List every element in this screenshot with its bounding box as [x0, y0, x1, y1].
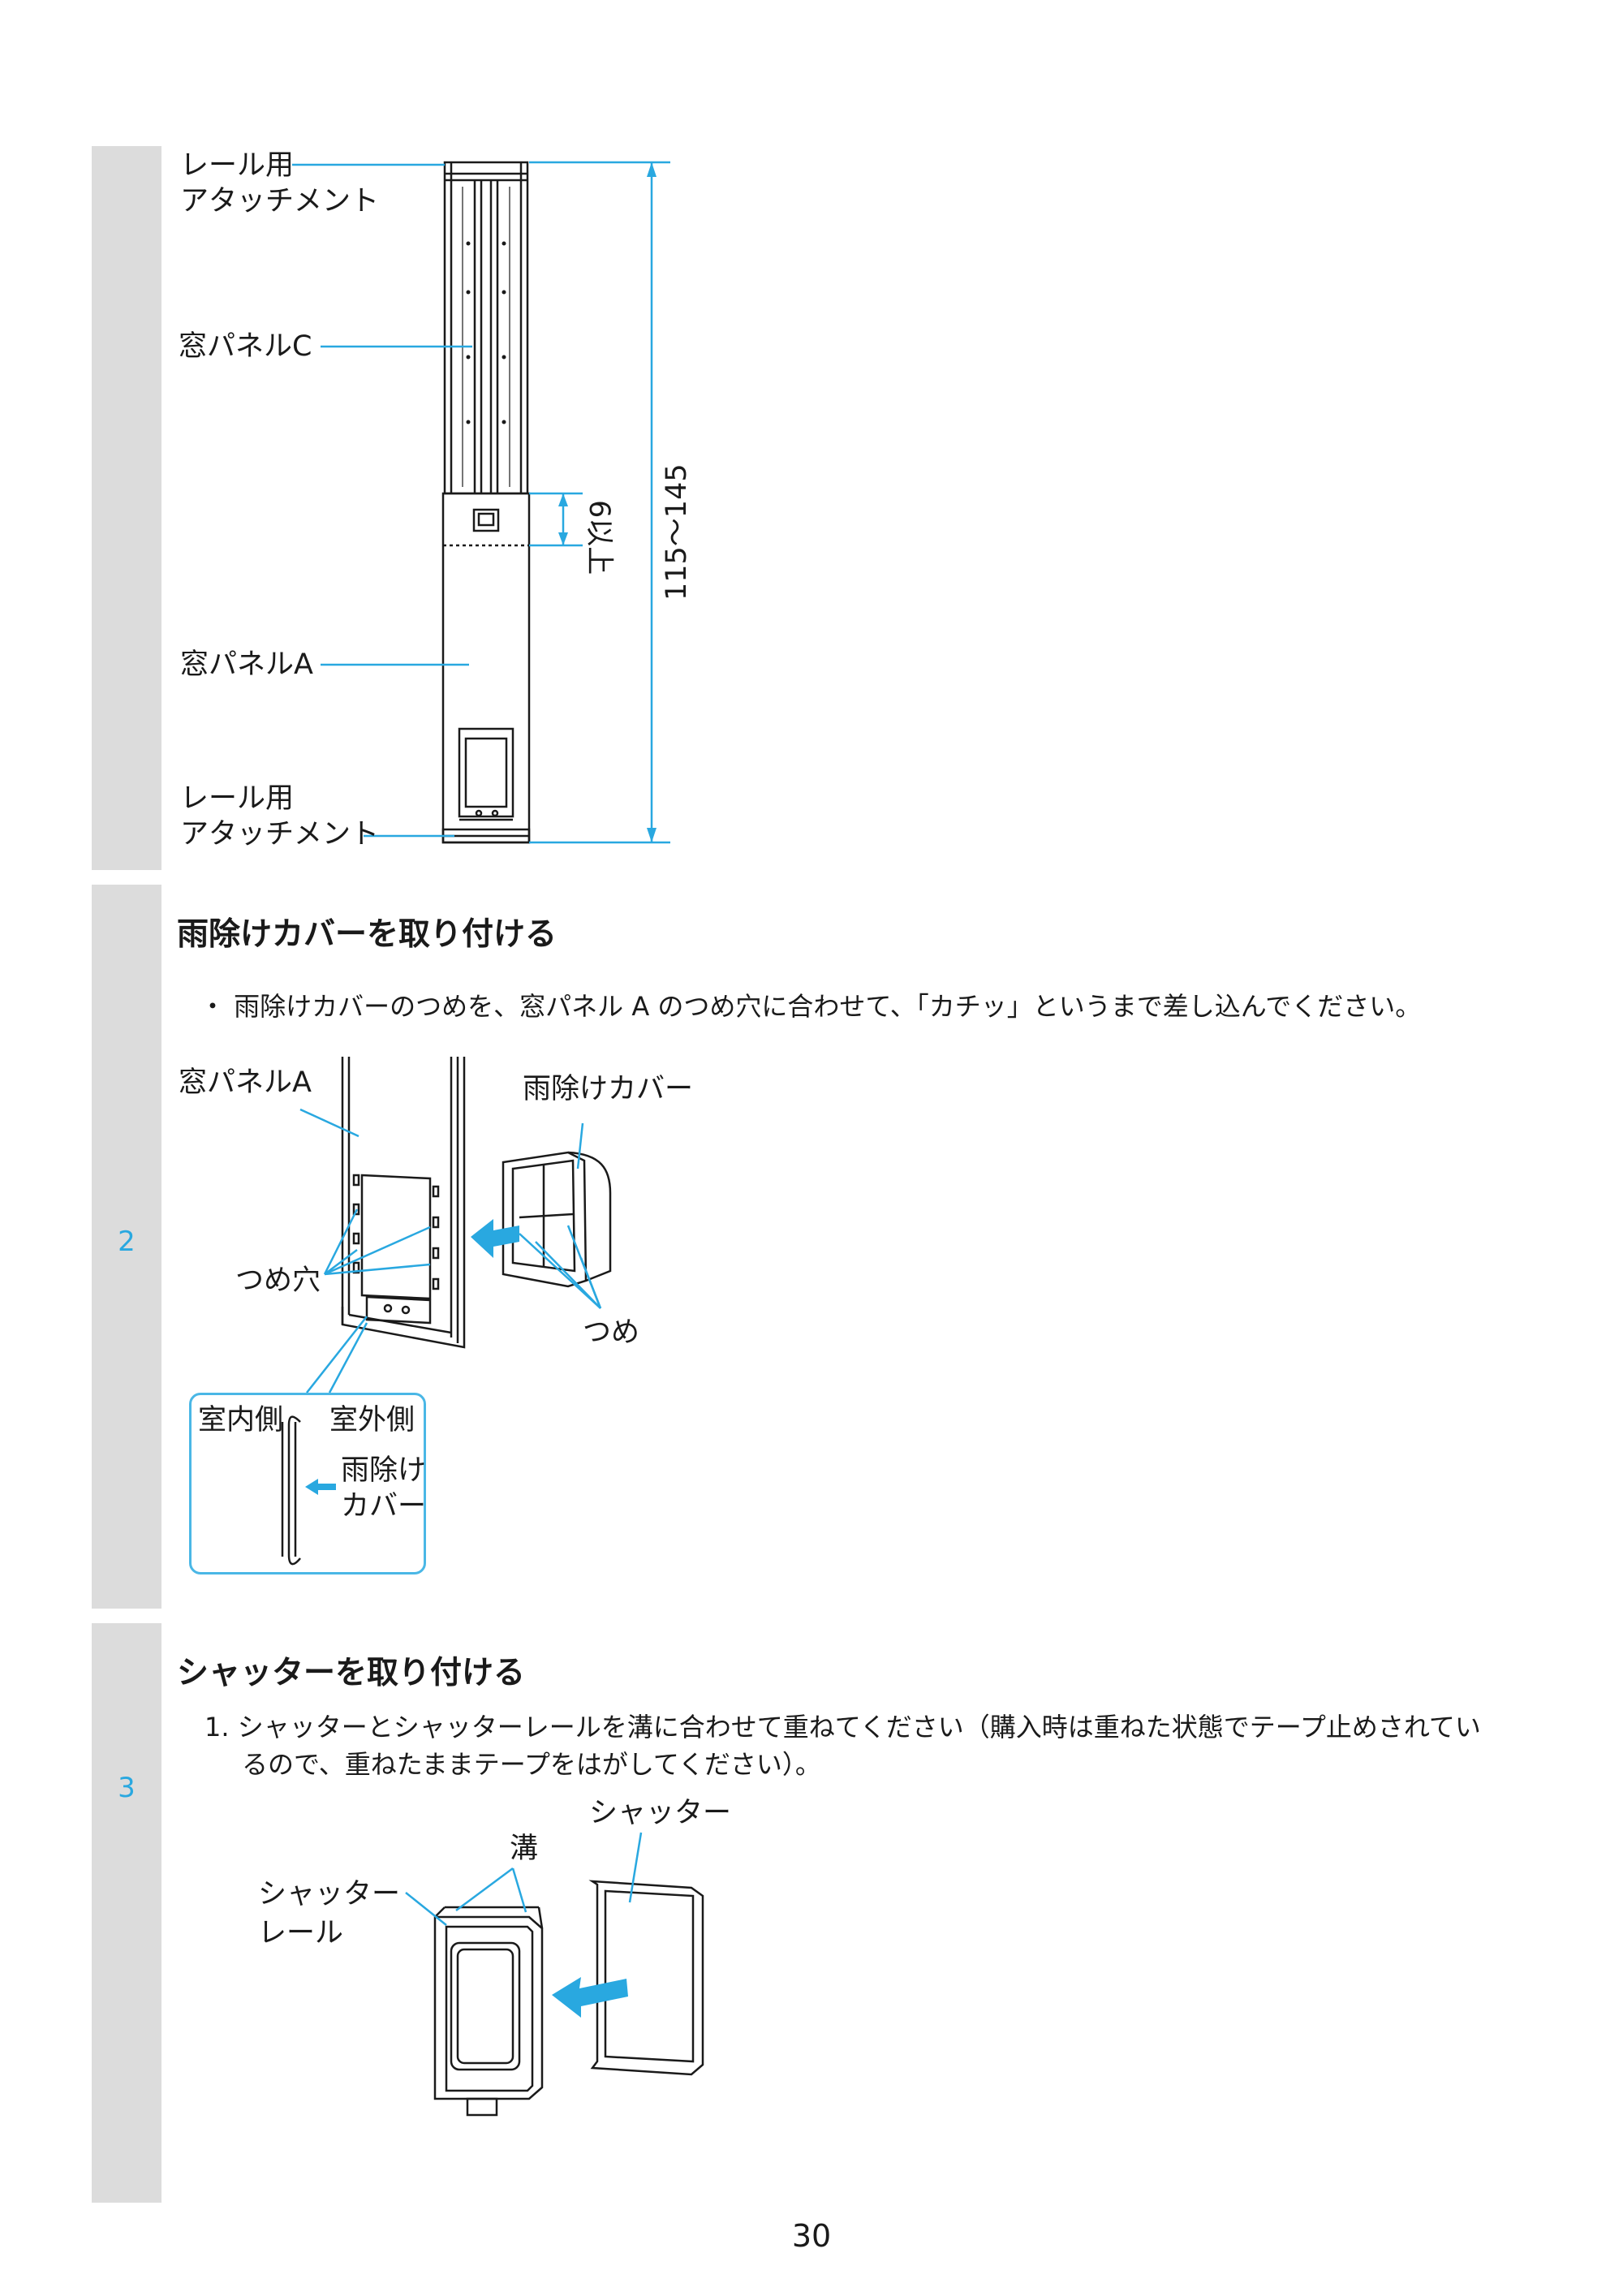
section-3-heading: シャッターを取り付ける [177, 1655, 526, 1691]
step-number-2: 2 [118, 1226, 136, 1258]
label-shutter: シャッター [589, 1797, 732, 1829]
label-window-panel-a-2: 窓パネルA [179, 1066, 312, 1099]
label-groove: 溝 [510, 1833, 539, 1865]
sidebar-block-3 [92, 1623, 161, 2203]
label-rail-attachment-top-1: レール用 [180, 149, 295, 182]
label-shutter-rail-1: シャッター [258, 1878, 401, 1910]
figure-rain-cover [299, 1057, 612, 1394]
section-2-bullet: ・ 雨除けカバーのつめを、窓パネル A のつめ穴に合わせて、「カチッ」というまで… [200, 991, 1422, 1022]
callout-cover-label-2: カバー [341, 1490, 427, 1523]
section-2-heading: 雨除けカバーを取り付ける [177, 916, 558, 953]
callout-cross-section-drawing [281, 1415, 336, 1566]
callout-indoor-label: 室内側 [198, 1404, 284, 1437]
label-claw-holes: つめ穴 [235, 1264, 321, 1297]
figure-panel-assembly [292, 161, 670, 844]
callout-outdoor-label: 室外側 [329, 1404, 415, 1437]
callout-cross-section [189, 1393, 426, 1574]
label-rail-attachment-bottom-1: レール用 [180, 782, 295, 815]
label-shutter-rail-2: レール [258, 1917, 344, 1949]
section-3-step1-line2: るので、重ねたままテープをはがしてください）。 [242, 1749, 821, 1780]
callout-cover-label-1: 雨除け [341, 1454, 427, 1487]
label-window-panel-a: 窓パネルA [180, 648, 313, 681]
label-rail-attachment-bottom-2: アタッチメント [180, 818, 380, 851]
sidebar-block-1 [92, 146, 161, 870]
label-claws: つめ [583, 1316, 640, 1349]
label-window-panel-c: 窓パネルC [179, 330, 312, 363]
section-3-step1-line1: 1. シャッターとシャッターレールを溝に合わせて重ねてください（購入時は重ねた状… [204, 1712, 1481, 1742]
label-rain-cover: 雨除けカバー [523, 1073, 694, 1105]
step-number-3: 3 [118, 1772, 136, 1804]
sidebar-block-2 [92, 885, 161, 1609]
page-number: 30 [791, 2218, 832, 2254]
label-rail-attachment-top-2: アタッチメント [180, 185, 380, 218]
